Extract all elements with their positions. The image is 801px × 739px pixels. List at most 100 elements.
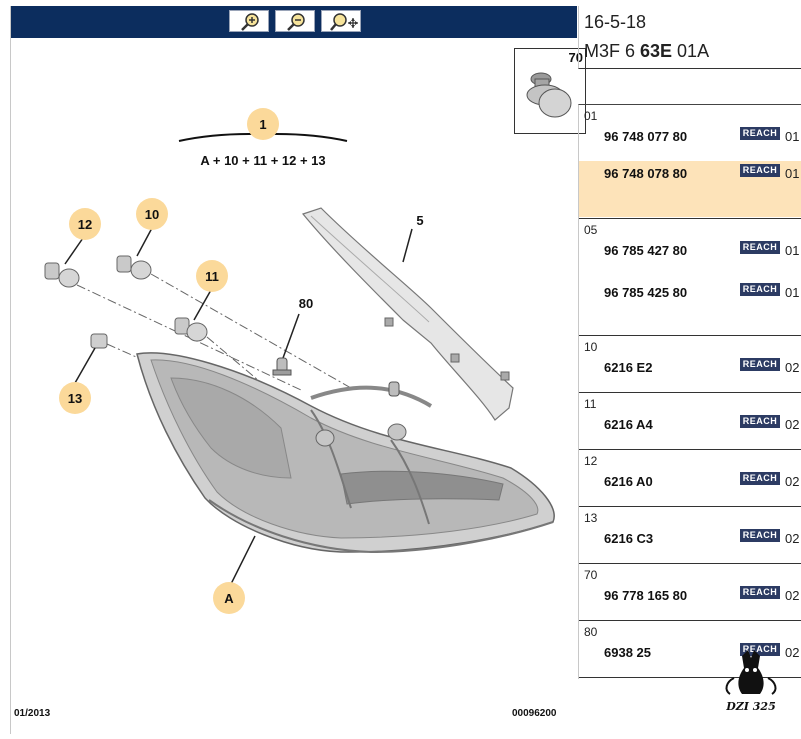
part-number: 96 785 425 80 — [604, 285, 688, 300]
part-quantity: 02 — [785, 474, 800, 489]
diagram-code: 00096200 — [512, 708, 557, 719]
callout-13-label: 13 — [68, 391, 82, 406]
ref-group-12: 12 6216 A0 REACH 02 — [579, 450, 801, 507]
callout-10[interactable]: 10 — [136, 198, 168, 230]
trim-piece-5 — [301, 207, 514, 421]
bulb-10 — [116, 255, 352, 389]
part-number: 96 785 427 80 — [604, 243, 688, 258]
ref-number: 05 — [584, 223, 598, 237]
reach-badge[interactable]: REACH — [740, 127, 780, 140]
zoom-out-icon — [287, 13, 305, 31]
callout-A[interactable]: A — [213, 582, 245, 614]
ref-group-80: 80 6938 25 REACH 02 — [579, 621, 801, 678]
callout-10-label: 10 — [145, 207, 159, 222]
ref-number: 01 — [584, 109, 598, 123]
reach-badge[interactable]: REACH — [740, 241, 780, 254]
reach-badge[interactable]: REACH — [740, 643, 780, 656]
ref-group-70: 70 96 778 165 80 REACH 02 — [579, 564, 801, 621]
part-quantity: 01 — [785, 166, 800, 181]
part-quantity: 01 — [785, 129, 800, 144]
ref-number: 11 — [584, 397, 597, 411]
part-quantity: 02 — [785, 360, 800, 375]
reach-badge[interactable]: REACH — [740, 358, 780, 371]
code-suffix: 01A — [672, 41, 710, 61]
part-row-96748077[interactable]: 96 748 077 80 REACH 01 — [579, 115, 801, 159]
catalog-date: 16-5-18 — [584, 12, 647, 32]
reach-badge[interactable]: REACH — [740, 586, 780, 599]
callout-13[interactable]: 13 — [59, 382, 91, 414]
ref-group-05: 05 96 785 427 80 REACH 01 96 785 425 80 … — [579, 219, 801, 336]
part-number: 6216 E2 — [604, 360, 653, 375]
ref-number: 70 — [584, 568, 598, 582]
clip-80 — [272, 357, 292, 376]
catalog-header: 16-5-18 M3F 6 63E 01A — [578, 6, 801, 69]
part-row-96748078-selected[interactable]: 96 748 078 80 REACH 01 — [579, 161, 801, 217]
callout-11-label: 11 — [205, 269, 219, 284]
assembly-formula: A + 10 + 11 + 12 + 13 — [200, 153, 325, 168]
callout-12-label: 12 — [78, 217, 92, 232]
code-prefix: M3F 6 — [584, 41, 641, 61]
parts-list: 01 96 748 077 80 REACH 01 96 748 078 80 … — [578, 104, 801, 679]
ref-number: 13 — [584, 511, 598, 525]
part-row-693825[interactable]: 6938 25 REACH 02 — [579, 631, 801, 671]
callout-A-label: A — [224, 591, 234, 606]
reach-badge[interactable]: REACH — [740, 283, 780, 296]
part-number: 6216 A0 — [604, 474, 653, 489]
part-number: 6216 C3 — [604, 531, 654, 546]
callout-1-label: 1 — [259, 117, 266, 132]
zoom-in-icon — [241, 13, 259, 31]
part-quantity: 01 — [785, 285, 800, 300]
part-number: 96 748 078 80 — [604, 166, 688, 181]
reach-badge[interactable]: REACH — [740, 529, 780, 542]
reach-badge[interactable]: REACH — [740, 472, 780, 485]
zoom-move-button[interactable] — [321, 10, 361, 32]
ref-group-01: 01 96 748 077 80 REACH 01 96 748 078 80 … — [579, 105, 801, 219]
part-quantity: 01 — [785, 243, 800, 258]
part-quantity: 02 — [785, 531, 800, 546]
bulb-13 — [90, 333, 144, 361]
catalog-code: M3F 6 63E 01A — [584, 41, 709, 62]
part-number: 96 748 077 80 — [604, 129, 688, 144]
zoom-move-icon — [330, 13, 358, 31]
part-row-6216A0[interactable]: 6216 A0 REACH 02 — [579, 460, 801, 500]
ref-group-11: 11 6216 A4 REACH 02 — [579, 393, 801, 450]
thumbnail-part-70[interactable]: 70 — [514, 48, 586, 134]
ref-number: 12 — [584, 454, 598, 468]
part-row-96778165[interactable]: 96 778 165 80 REACH 02 — [579, 574, 801, 614]
part-quantity: 02 — [785, 417, 800, 432]
part-row-6216E2[interactable]: 6216 E2 REACH 02 — [579, 346, 801, 386]
bulb-11 — [174, 317, 330, 441]
part-quantity: 02 — [785, 588, 800, 603]
thumbnail-label: 70 — [568, 50, 583, 65]
part-quantity: 02 — [785, 645, 800, 660]
reach-badge[interactable]: REACH — [740, 415, 780, 428]
part-number: 6938 25 — [604, 645, 651, 660]
part-row-6216A4[interactable]: 6216 A4 REACH 02 — [579, 403, 801, 443]
callout-11[interactable]: 11 — [196, 260, 228, 292]
ref-group-10: 10 6216 E2 REACH 02 — [579, 336, 801, 393]
diagram-date: 01/2013 — [14, 708, 51, 719]
code-bold: 63E — [640, 41, 673, 61]
diagram-panel: 1 A + 10 + 11 + 12 + 13 — [10, 6, 586, 734]
ref-number: 10 — [584, 340, 598, 354]
watermark-logo: DZI 325 — [725, 650, 777, 713]
callout-12[interactable]: 12 — [69, 208, 101, 240]
watermark-text: DZI 325 — [725, 700, 776, 713]
callout-5[interactable]: 5 — [416, 213, 423, 228]
part-row-96785427[interactable]: 96 785 427 80 REACH 01 — [579, 229, 801, 269]
ref-group-13: 13 6216 C3 REACH 02 — [579, 507, 801, 564]
part-number: 96 778 165 80 — [604, 588, 688, 603]
exploded-diagram: 1 A + 10 + 11 + 12 + 13 — [44, 108, 555, 614]
part-row-6216C3[interactable]: 6216 C3 REACH 02 — [579, 517, 801, 557]
reach-badge[interactable]: REACH — [740, 164, 780, 177]
push-clip-icon — [526, 72, 572, 118]
callout-1[interactable]: 1 — [247, 108, 279, 140]
part-number: 6216 A4 — [604, 417, 653, 432]
ref-number: 80 — [584, 625, 598, 639]
zoom-in-button[interactable] — [229, 10, 269, 32]
callout-80[interactable]: 80 — [299, 296, 313, 311]
diagram-toolbar — [11, 6, 577, 38]
zoom-out-button[interactable] — [275, 10, 315, 32]
part-row-96785425[interactable]: 96 785 425 80 REACH 01 — [579, 271, 801, 311]
